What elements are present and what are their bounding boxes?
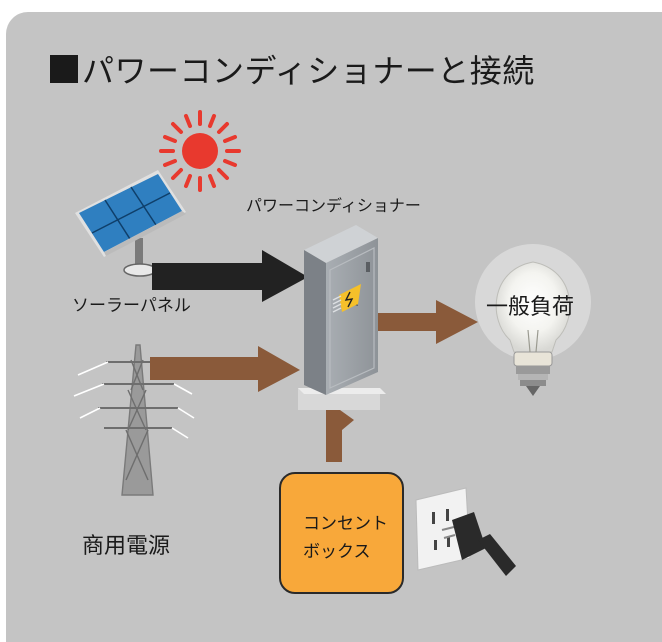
solar-panel-label: ソーラーパネル bbox=[72, 296, 191, 316]
title-square-icon bbox=[50, 55, 78, 83]
ac-arrow-pcs-to-outlet bbox=[326, 400, 354, 462]
power-conditioner-label: パワーコンディショナー bbox=[246, 196, 421, 215]
commercial-power-label: 商用電源 bbox=[82, 534, 171, 559]
dc-arrow-solar-to-pcs bbox=[152, 250, 308, 302]
outlet-box: コンセント ボックス bbox=[279, 472, 404, 594]
ac-arrow-pcs-to-load bbox=[376, 300, 478, 344]
outlet-box-label-line2: ボックス bbox=[303, 542, 371, 562]
page-title: パワーコンディショナーと接続 bbox=[50, 46, 535, 92]
outlet-box-label-line1: コンセント bbox=[303, 514, 388, 534]
wall-outlet-plug-icon bbox=[415, 487, 516, 576]
power-conditioner-cabinet-icon bbox=[298, 225, 386, 410]
sun-icon bbox=[159, 110, 241, 192]
outlet-box-label: コンセント ボックス bbox=[303, 510, 388, 566]
solar-panel-icon bbox=[75, 170, 186, 277]
light-bulb-icon bbox=[475, 244, 591, 396]
ac-arrow-grid-to-pcs bbox=[150, 346, 300, 392]
page-title-text: パワーコンディショナーと接続 bbox=[82, 52, 535, 90]
general-load-label: 一般負荷 bbox=[486, 295, 575, 320]
